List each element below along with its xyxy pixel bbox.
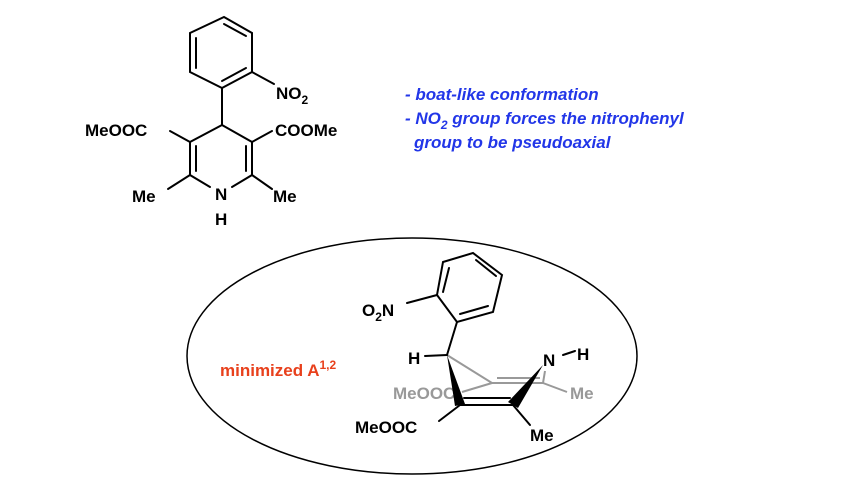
ring-nitrogen: N [215,185,227,204]
methyl-back: Me [570,384,594,403]
methyl-right: Me [273,187,297,206]
ester-back: MeOOC [393,384,455,403]
methyl-front: Me [530,426,554,445]
c4-hydrogen: H [408,349,420,368]
nh-hydrogen: H [577,345,589,364]
conformation-notes: - boat-like conformation - NO2 group for… [405,85,685,152]
benzene-ring [435,251,504,324]
ring-nitrogen: N [543,351,555,370]
ester-right: COOMe [275,121,337,140]
boat-conformer: minimized A1,2 MeOOC Me O2N H N H Me MeO [220,251,594,445]
wedge-bond [508,365,543,408]
note-line-3: group to be pseudoaxial [413,133,612,152]
conformer-ellipse [186,237,638,475]
note-line-1: - boat-like conformation [405,85,599,104]
dihydropyridine-ring [167,87,273,190]
ester-left: MeOOC [85,121,147,140]
ester-front: MeOOC [355,418,417,437]
wedge-bond [447,355,465,406]
nitro-group: NO2 [276,84,309,107]
nh-hydrogen: H [215,210,227,229]
nitro-group: O2N [362,301,394,324]
nifedipine-structure: NO2 MeOOC COOMe Me Me N H [85,15,337,229]
methyl-left: Me [132,187,156,206]
nitro-bond [251,71,275,85]
benzene-ring [189,15,253,90]
note-line-2: - NO2 group forces the nitrophenyl [405,109,685,132]
minimized-strain-label: minimized A1,2 [220,358,337,380]
